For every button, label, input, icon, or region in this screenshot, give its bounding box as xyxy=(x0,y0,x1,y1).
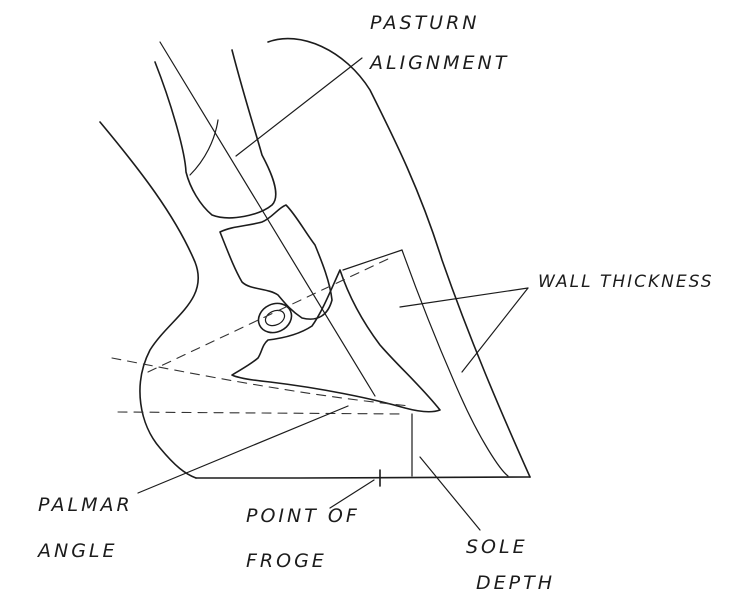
pastern-alignment-label-line2: ALIGNMENT xyxy=(370,54,509,73)
point-of-frog-label-line1: POINT OF xyxy=(246,507,360,526)
navicular-bone-inner xyxy=(263,307,287,328)
point-of-frog-label-line2: FROGE xyxy=(246,552,327,571)
pastern-alignment-label-line1: PASTURN xyxy=(370,14,480,33)
heel-bulb-outline xyxy=(100,122,198,478)
sole-depth-leader xyxy=(420,457,480,530)
sole-depth-label-line2: DEPTH xyxy=(476,574,555,593)
short-pastern-bone xyxy=(220,205,332,319)
navicular-bone xyxy=(254,298,297,338)
hoof-wall-inner xyxy=(402,250,508,476)
ground-parallel-dashed xyxy=(118,412,405,414)
pastern-alignment-leader xyxy=(236,58,362,156)
point-of-frog-leader xyxy=(330,480,374,508)
wall-thickness-label: WALL THICKNESS xyxy=(538,274,714,291)
pastern-angle-dashed xyxy=(148,258,390,372)
hoof-wall-front xyxy=(268,39,530,477)
coronary-band xyxy=(343,250,402,270)
sole-depth-label-line1: SOLE xyxy=(466,538,528,557)
pastern-axis-line xyxy=(160,42,375,396)
coffin-bone xyxy=(232,270,440,412)
palmar-angle-leader xyxy=(138,406,348,493)
palmar-angle-label-line1: PALMAR xyxy=(38,496,133,515)
heel-to-toe-dashed xyxy=(112,358,410,406)
wall-thickness-leader-lower xyxy=(462,288,528,372)
long-pastern-shaft xyxy=(190,120,218,175)
palmar-angle-label-line2: ANGLE xyxy=(38,542,118,561)
ground-line xyxy=(196,477,530,478)
